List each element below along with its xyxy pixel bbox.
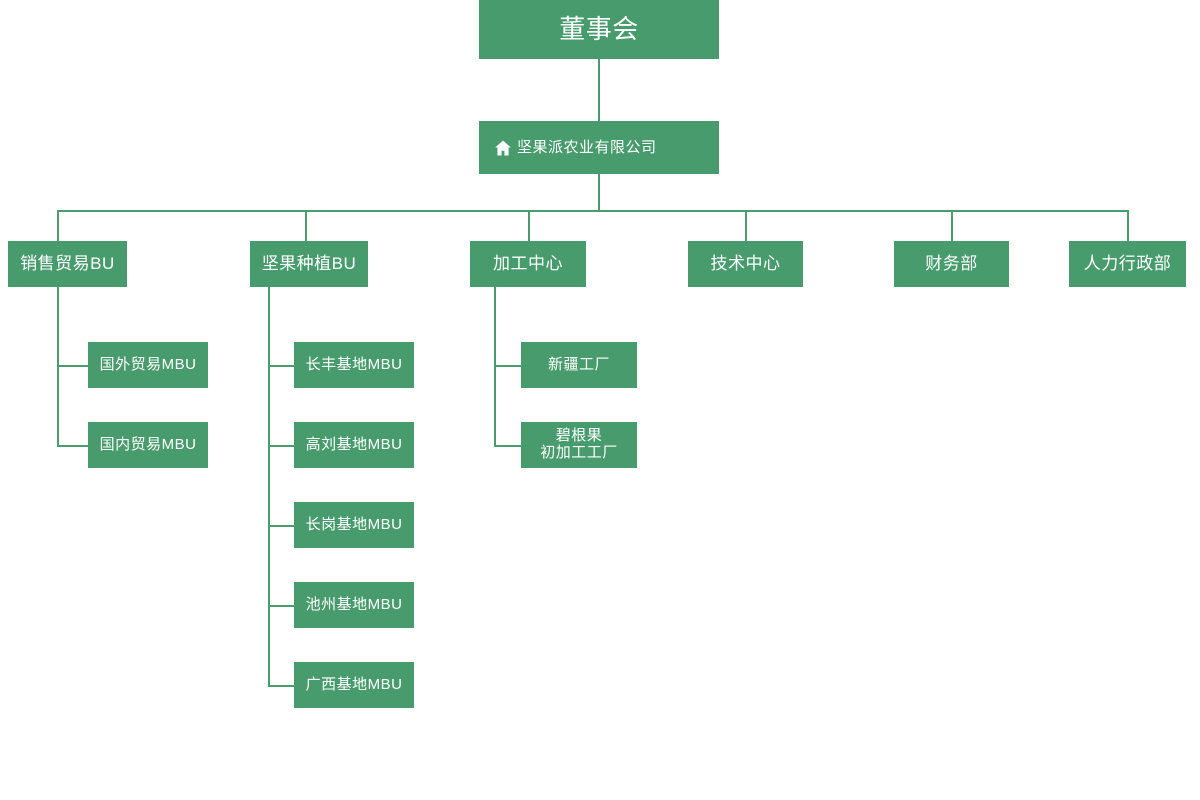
connector-board-to-company bbox=[598, 59, 600, 121]
node-planting-bu-label: 坚果种植BU bbox=[261, 253, 357, 273]
connector-planting-to-gaoliu bbox=[268, 445, 294, 447]
node-guangxi-base-label: 广西基地MBU bbox=[305, 676, 403, 694]
node-xinjiang-factory-label: 新疆工厂 bbox=[547, 356, 610, 374]
node-changfeng-base-label: 长丰基地MBU bbox=[305, 356, 403, 374]
connector-bus-to-tech-center bbox=[745, 210, 747, 241]
connector-bus-to-hr-admin-dept bbox=[1127, 210, 1129, 241]
node-changgang-base[interactable]: 长岗基地MBU bbox=[294, 502, 414, 548]
connector-planting-bu-spine bbox=[268, 287, 270, 685]
node-xinjiang-factory[interactable]: 新疆工厂 bbox=[521, 342, 637, 388]
connector-company-to-bus bbox=[598, 174, 600, 211]
node-gaoliu-base-label: 高刘基地MBU bbox=[305, 436, 403, 454]
node-processing-center[interactable]: 加工中心 bbox=[470, 241, 586, 287]
node-domestic-trade[interactable]: 国内贸易MBU bbox=[88, 422, 208, 468]
connector-planting-to-guangxi bbox=[268, 685, 294, 687]
node-finance-dept[interactable]: 财务部 bbox=[894, 241, 1009, 287]
connector-bus-to-sales-bu bbox=[57, 210, 59, 241]
home-icon bbox=[495, 140, 511, 155]
connector-sales-to-overseas-trade bbox=[57, 365, 88, 367]
node-board[interactable]: 董事会 bbox=[479, 0, 719, 59]
connector-processing-to-xinjiang-factory bbox=[494, 365, 521, 367]
node-domestic-trade-label: 国内贸易MBU bbox=[99, 436, 197, 454]
node-overseas-trade-label: 国外贸易MBU bbox=[99, 356, 197, 374]
node-chizhou-base[interactable]: 池州基地MBU bbox=[294, 582, 414, 628]
node-overseas-trade[interactable]: 国外贸易MBU bbox=[88, 342, 208, 388]
connector-level2-bus bbox=[57, 210, 1128, 212]
node-tech-center-label: 技术中心 bbox=[710, 253, 781, 273]
node-pecan-factory-label: 碧根果 初加工工厂 bbox=[540, 427, 618, 461]
node-changfeng-base[interactable]: 长丰基地MBU bbox=[294, 342, 414, 388]
node-company[interactable]: 坚果派农业有限公司 bbox=[479, 121, 719, 174]
node-planting-bu[interactable]: 坚果种植BU bbox=[250, 241, 368, 287]
connector-processing-to-pecan-factory bbox=[494, 445, 521, 447]
node-changgang-base-label: 长岗基地MBU bbox=[305, 516, 403, 534]
node-sales-bu[interactable]: 销售贸易BU bbox=[8, 241, 127, 287]
connector-planting-to-chizhou bbox=[268, 605, 294, 607]
node-company-label: 坚果派农业有限公司 bbox=[517, 138, 657, 156]
node-guangxi-base[interactable]: 广西基地MBU bbox=[294, 662, 414, 708]
connector-planting-to-changfeng bbox=[268, 365, 294, 367]
connector-bus-to-processing-center bbox=[528, 210, 530, 241]
node-sales-bu-label: 销售贸易BU bbox=[20, 253, 115, 273]
connector-bus-to-planting-bu bbox=[305, 210, 307, 241]
connector-bus-to-finance-dept bbox=[951, 210, 953, 241]
node-processing-center-label: 加工中心 bbox=[493, 253, 563, 273]
node-tech-center[interactable]: 技术中心 bbox=[688, 241, 803, 287]
node-hr-admin-dept[interactable]: 人力行政部 bbox=[1069, 241, 1186, 287]
node-hr-admin-dept-label: 人力行政部 bbox=[1083, 253, 1172, 273]
node-board-label: 董事会 bbox=[559, 14, 639, 45]
node-finance-dept-label: 财务部 bbox=[925, 253, 978, 273]
node-pecan-factory[interactable]: 碧根果 初加工工厂 bbox=[521, 422, 637, 468]
connector-sales-to-domestic-trade bbox=[57, 445, 88, 447]
node-gaoliu-base[interactable]: 高刘基地MBU bbox=[294, 422, 414, 468]
node-chizhou-base-label: 池州基地MBU bbox=[305, 596, 403, 614]
connector-planting-to-changgang bbox=[268, 525, 294, 527]
